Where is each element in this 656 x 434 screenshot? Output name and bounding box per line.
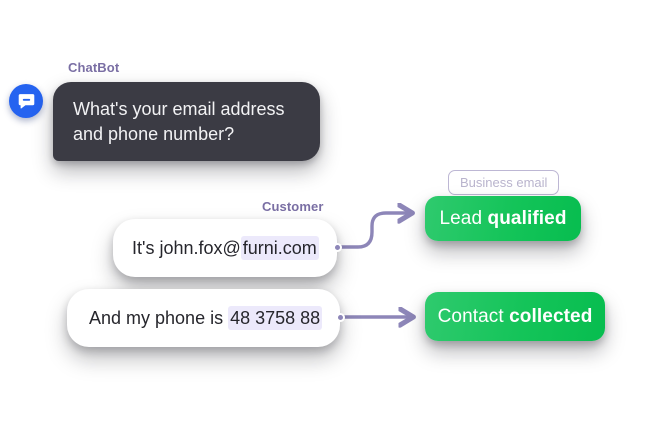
badge-normal-text: Lead [439,207,488,229]
tag-chip-label: Business email [460,175,548,190]
customer-message-bubble-email: It's john.fox@furni.com [113,219,337,277]
chat-bubble-icon [17,92,36,111]
role-label-customer: Customer [262,199,324,214]
connector-anchor-dot-phone [336,313,345,322]
entity-highlight-email-domain: furni.com [240,236,319,260]
badge-contact-collected: Contact collected [425,292,605,341]
chatbot-avatar [9,84,43,118]
chatbot-message-text: What's your email address and phone numb… [73,98,285,144]
customer-message-text-phone: And my phone is 48 3758 88 [89,306,323,330]
tag-chip-business-email[interactable]: Business email [448,170,560,195]
badge-lead-qualified: Lead qualified [425,196,581,241]
badge-bold-text: collected [509,305,593,327]
badge-contact-collected-text: Contact collected [438,306,593,328]
customer-message-bubble-phone: And my phone is 48 3758 88 [67,289,340,347]
message-prefix: And my phone is [89,308,229,328]
badge-bold-text: qualified [487,207,567,229]
role-label-chatbot: ChatBot [68,60,120,75]
message-prefix: It's john.fox@ [132,238,241,258]
connector-anchor-dot-email [333,243,342,252]
customer-message-text-email: It's john.fox@furni.com [132,236,319,260]
curved-arrow-email-to-lead-qualified [335,213,409,249]
badge-normal-text: Contact [437,305,510,327]
chatbot-message-bubble: What's your email address and phone numb… [53,82,320,161]
entity-highlight-phone-number: 48 3758 88 [228,306,323,330]
badge-lead-qualified-text: Lead qualified [439,208,566,230]
